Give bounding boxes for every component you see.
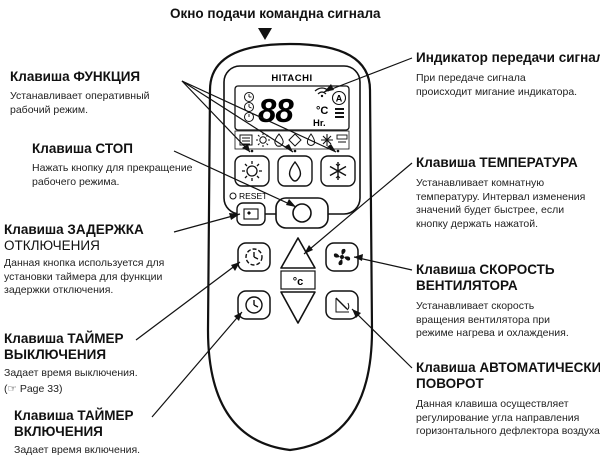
delay-key-desc-2: установки таймера для функции — [4, 270, 163, 283]
snowflake-icon — [329, 162, 347, 180]
stop-key-title: Клавиша СТОП — [32, 141, 133, 156]
indicator-desc-2: происходит мигание индикатора. — [416, 85, 578, 98]
swing-key-title: Клавиша АВТОМАТИЧЕСКИЙ — [416, 360, 600, 375]
brand-logo: HITACHI — [271, 73, 312, 84]
mode-icon-row — [234, 130, 350, 150]
fan-icon — [333, 248, 351, 266]
stop-button — [275, 197, 329, 229]
timer-off-key-label: Клавиша ТАЙМЕР ВЫКЛЮЧЕНИЯ Задает время в… — [4, 331, 138, 396]
reset-button — [229, 192, 237, 200]
clock-small-icon — [244, 92, 254, 102]
temperature-key-title: Клавиша ТЕМПЕРАТУРА — [416, 155, 578, 170]
auto-mode-letter: A — [336, 94, 343, 104]
temperature-key-desc-2: температуру. Интервал изменения — [416, 190, 586, 203]
swing-key-desc-2: регулирование угла направления — [416, 411, 580, 424]
function-key-desc-2: рабочий режим. — [10, 103, 89, 116]
temperature-key-desc-1: Устанавливает комнатную — [416, 177, 545, 189]
fan-key-desc-2: вращения вентилятора при — [416, 313, 550, 326]
heat-small-icon — [256, 133, 270, 147]
fan-key-label: Клавиша СКОРОСТЬ ВЕНТИЛЯТОРА Устанавлива… — [416, 262, 569, 341]
lcd-unit-hr: Hr. — [313, 118, 326, 129]
timer-off-key-title-2: ВЫКЛЮЧЕНИЯ — [4, 347, 107, 362]
drop-icon — [288, 160, 302, 182]
temperature-key-label: Клавиша ТЕМПЕРАТУРА Устанавливает комнат… — [416, 155, 585, 231]
clock-off-icon — [245, 248, 263, 266]
timer-on-key-title-2: ВКЛЮЧЕНИЯ — [14, 424, 103, 439]
delay-key-title-2: ОТКЛЮЧЕНИЯ — [4, 238, 100, 253]
indicator-label: Индикатор передачи сигнала При передаче … — [416, 50, 600, 99]
fan-mode-small-icon — [239, 134, 253, 146]
fan-key-title: Клавиша СКОРОСТЬ — [416, 262, 555, 277]
swing-key-label: Клавиша АВТОМАТИЧЕСКИЙ ПОВОРОТ Данная кл… — [416, 360, 600, 439]
function-key-label: Клавиша ФУНКЦИЯ Устанавливает оперативны… — [10, 69, 150, 117]
cool-small-icon — [321, 134, 333, 146]
temperature-key-desc-3: значений будет быстрее, если — [416, 204, 565, 216]
page-reference: (☞ Page 33) — [4, 382, 63, 395]
swing-key-desc-3: горизонтального дефлектора воздуха. — [416, 425, 600, 437]
temp-unit-label: °c — [293, 276, 304, 288]
swing-key-title-2: ПОВОРОТ — [416, 376, 484, 391]
stop-icon — [292, 203, 312, 223]
timer-off-key-title: Клавиша ТАЙМЕР — [4, 331, 124, 346]
timer-off-key-desc-1: Задает время выключения. — [4, 367, 138, 379]
temperature-key-desc-4: кнопку держать нажатой. — [416, 217, 539, 230]
sun-icon — [242, 161, 262, 181]
drop-small-icon — [306, 133, 316, 146]
dry-button — [277, 155, 313, 187]
leader-lines — [135, 57, 413, 418]
delay-key-desc-3: задержки отключения. — [4, 284, 114, 296]
fan-key-desc-3: режиме нагрева и охлаждения. — [416, 327, 569, 339]
swing-button — [325, 290, 359, 320]
function-key-title: Клавиша ФУНКЦИЯ — [10, 69, 141, 84]
swing-icon — [335, 297, 350, 313]
clock-on-icon — [245, 296, 263, 314]
heat-button — [234, 155, 270, 187]
swing-key-desc-1: Данная клавиша осуществляет — [416, 398, 569, 410]
temp-up-button — [280, 237, 316, 269]
stop-key-desc-1: Нажать кнопку для прекращение — [32, 162, 193, 174]
delay-key-label: Клавиша ЗАДЕРЖКА ОТКЛЮЧЕНИЯ Данная кнопк… — [4, 222, 164, 298]
timer-on-key-title: Клавиша ТАЙМЕР — [14, 408, 134, 423]
fan-key-title-2: ВЕНТИЛЯТОРА — [416, 278, 518, 293]
delay-key-title: Клавиша ЗАДЕРЖКА — [4, 222, 144, 237]
auto-mode-icon — [331, 90, 347, 106]
temp-down-button — [280, 291, 316, 324]
stop-key-label: Клавиша СТОП Нажать кнопку для прекращен… — [32, 141, 192, 189]
stop-key-desc-2: рабочего режима. — [32, 175, 120, 188]
signal-window-title: Окно подачи командна сигнала — [170, 6, 381, 21]
temp-unit-panel — [280, 270, 316, 290]
fan-key-desc-1: Устанавливает скорость — [416, 300, 535, 312]
lcd-unit-c: °C — [316, 105, 328, 117]
timer-on-key-label: Клавиша ТАЙМЕР ВКЛЮЧЕНИЯ Задает время вк… — [14, 408, 140, 458]
indicator-desc-1: При передаче сигнала — [416, 72, 526, 84]
function-key-desc-1: Устанавливает оперативный — [10, 90, 150, 102]
swing-small-icon — [336, 134, 348, 143]
delay-key-desc-1: Данная кнопка используется для — [4, 257, 165, 269]
signal-arrow-icon — [258, 28, 272, 40]
timer-on-key-desc-1: Задает время включения. — [14, 444, 141, 456]
lcd-digits: 88 — [258, 92, 294, 129]
reset-label: RESET — [239, 191, 267, 201]
auto-small-icon — [288, 133, 302, 147]
indicator-title: Индикатор передачи сигнала — [416, 50, 600, 65]
leader-arrowheads — [229, 84, 363, 321]
delay-off-button — [236, 202, 266, 226]
